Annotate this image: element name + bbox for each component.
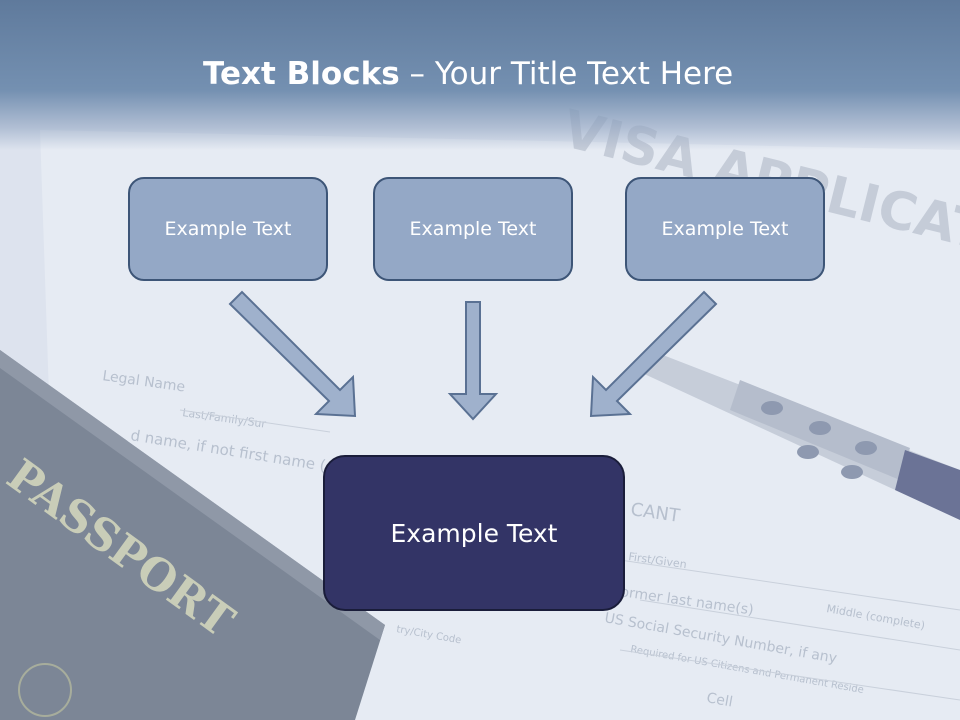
arrow-right (589, 290, 718, 418)
title-bar (0, 0, 960, 150)
arrow-left (228, 290, 357, 418)
text-block-label: Example Text (164, 218, 292, 240)
passport-illustration: PASSPORT (0, 350, 385, 720)
main-text-block: Example Text (323, 455, 625, 611)
text-block-2: Example Text (373, 177, 573, 281)
form-line: Cell (705, 690, 734, 710)
arrow-center (447, 301, 499, 421)
slide-title: Text Blocks – Your Title Text Here (203, 56, 733, 92)
pen-illustration (640, 350, 960, 520)
main-block-label: Example Text (390, 518, 558, 548)
title-rest: – Your Title Text Here (399, 56, 734, 92)
title-bold: Text Blocks (203, 56, 400, 92)
text-block-1: Example Text (128, 177, 328, 281)
text-block-3: Example Text (625, 177, 825, 281)
text-block-label: Example Text (661, 218, 789, 240)
text-block-label: Example Text (409, 218, 537, 240)
